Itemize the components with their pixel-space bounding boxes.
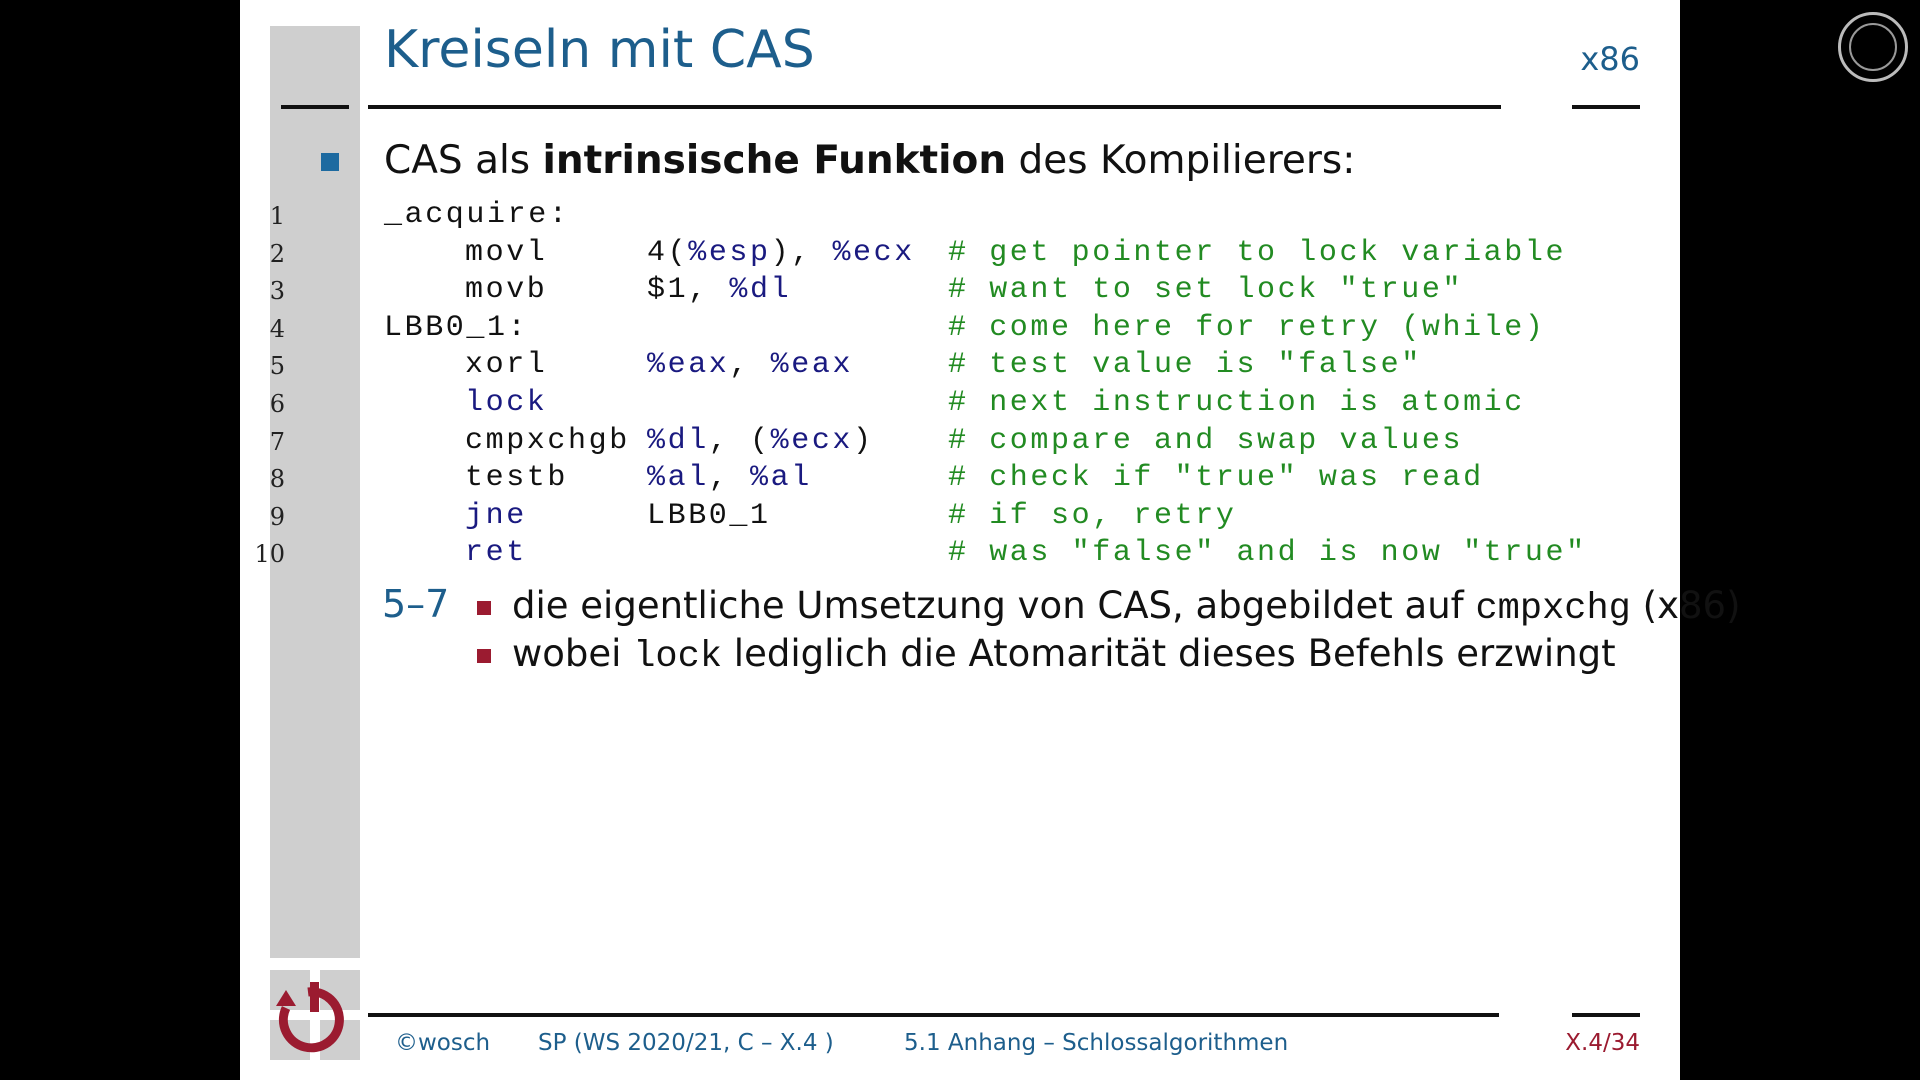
note-text: die eigentliche Umsetzung von CAS, abgeb… xyxy=(512,584,1476,627)
line-number: 8 xyxy=(269,465,285,494)
line-number: 3 xyxy=(269,277,285,306)
operand-token: %eax xyxy=(647,348,730,383)
note-code: cmpxchg xyxy=(1475,588,1631,630)
code-comment: # compare and swap values xyxy=(948,423,1464,458)
line-number: 9 xyxy=(269,502,285,531)
code-label: _acquire: xyxy=(384,198,570,232)
code-opcode: lock xyxy=(465,386,548,420)
footer-rule xyxy=(368,1013,1499,1017)
slide: Kreiseln mit CAS x86 CAS als intrinsisch… xyxy=(240,0,1741,1080)
operand-token: %al xyxy=(750,461,812,496)
code-opcode: movl xyxy=(465,235,548,270)
code-comment: # get pointer to lock variable xyxy=(948,235,1567,270)
bullet-red xyxy=(477,601,491,615)
code-comment: # if so, retry xyxy=(948,498,1237,533)
code-comment: # check if "true" was read xyxy=(948,461,1484,496)
code-operands: 4(%esp), %ecx xyxy=(647,236,915,270)
operand-token: %al xyxy=(647,461,709,496)
note-code: lock xyxy=(633,636,723,678)
line-range-label: 5–7 xyxy=(382,582,450,626)
line-number: 10 xyxy=(254,540,285,569)
lead-text: CAS als intrinsische Funktion des Kompil… xyxy=(384,138,1355,183)
line-number: 1 xyxy=(269,202,285,230)
operand-token: , ( xyxy=(708,423,771,458)
line-number: 6 xyxy=(269,390,285,418)
code-comment: # test value is "false" xyxy=(948,348,1422,383)
operand-token: LBB0_1 xyxy=(647,498,771,533)
refresh-logo-icon xyxy=(270,970,360,1060)
operand-token: %esp xyxy=(688,235,771,270)
lead-pre: CAS als xyxy=(384,138,543,183)
header-rule-right xyxy=(1572,105,1640,109)
code-opcode: xorl xyxy=(465,348,548,383)
slide-title: Kreiseln mit CAS xyxy=(384,20,815,80)
header-rule-left xyxy=(281,105,349,109)
header-rule xyxy=(368,105,1501,109)
code-label: LBB0_1: xyxy=(384,310,529,345)
operand-token: %dl xyxy=(647,423,709,458)
code-opcode: movb xyxy=(465,273,548,308)
footer-course: SP (WS 2020/21, C – X.4 ) xyxy=(538,1030,834,1056)
code-opcode: jne xyxy=(465,498,527,533)
operand-token: %ecx xyxy=(832,235,915,270)
note-1: die eigentliche Umsetzung von CAS, abgeb… xyxy=(512,584,1741,630)
code-comment: # next instruction is atomic xyxy=(948,386,1525,420)
note-2: wobei lock lediglich die Atomarität dies… xyxy=(512,632,1616,678)
operand-token: , xyxy=(729,348,771,383)
line-number: 4 xyxy=(269,314,285,343)
code-operands: %dl, (%ecx) xyxy=(647,424,874,458)
operand-token: , xyxy=(708,461,751,496)
note-text: wobei xyxy=(512,632,634,675)
line-number: 5 xyxy=(269,352,285,381)
footer-page-number: X.4/34 xyxy=(1565,1030,1640,1056)
code-operands: LBB0_1 xyxy=(647,499,771,533)
code-opcode: testb xyxy=(465,461,569,496)
code-comment: # come here for retry (while) xyxy=(948,310,1546,345)
footer-section: 5.1 Anhang – Schlossalgorithmen xyxy=(904,1030,1289,1056)
bullet-square xyxy=(321,153,339,171)
lead-bold: intrinsische Funktion xyxy=(542,138,1007,183)
operand-token: %ecx xyxy=(770,423,854,458)
code-comment: # want to set lock "true" xyxy=(948,273,1464,308)
note-text: lediglich die Atomarität dieses Befehls … xyxy=(722,632,1616,675)
slide-tag: x86 xyxy=(1580,40,1640,78)
operand-token: 4( xyxy=(647,235,689,270)
code-comment: # was "false" and is now "true" xyxy=(948,536,1587,571)
code-operands: %eax, %eax xyxy=(647,348,853,382)
code-operands: %al, %al xyxy=(647,461,812,495)
operand-token: ) xyxy=(853,423,874,458)
logo xyxy=(270,970,360,1060)
code-opcode: ret xyxy=(465,536,527,571)
sidebar-bar xyxy=(270,26,360,958)
note-text: (x86) xyxy=(1630,584,1741,627)
operand-token: %dl xyxy=(729,273,792,308)
code-operands: $1, %dl xyxy=(647,273,791,307)
footer-author: ©wosch xyxy=(395,1030,491,1056)
lead-post: des Kompilierers: xyxy=(1006,138,1356,183)
line-number: 2 xyxy=(269,239,285,268)
university-seal-logo xyxy=(1838,12,1908,82)
line-number: 7 xyxy=(269,427,285,456)
operand-token: ), xyxy=(770,235,833,270)
footer-rule-right xyxy=(1572,1013,1640,1017)
code-opcode: cmpxchgb xyxy=(465,423,630,458)
bullet-red xyxy=(477,649,491,663)
operand-token: $1, xyxy=(647,273,730,308)
operand-token: %eax xyxy=(770,348,854,383)
